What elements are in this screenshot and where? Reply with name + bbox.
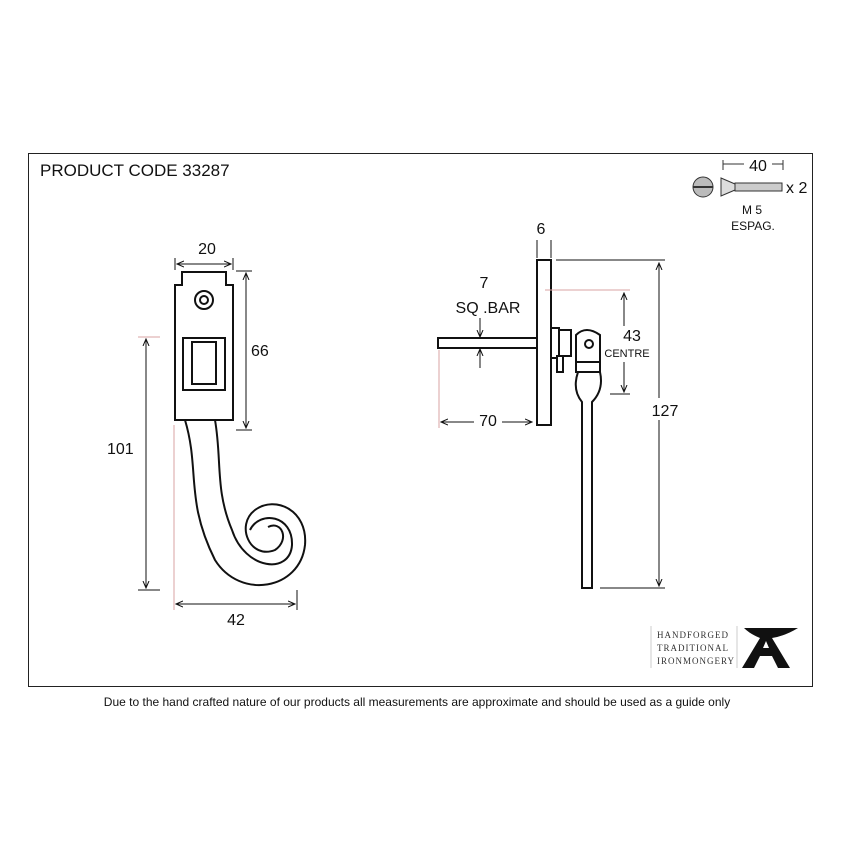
- dim-handle-height: 101: [107, 441, 134, 458]
- dim-bar-size: 7: [480, 275, 489, 292]
- screw-length: 40: [749, 158, 767, 175]
- side-view-handle: [437, 259, 602, 589]
- product-code-title: PRODUCT CODE 33287: [40, 161, 230, 180]
- dim-centre-label: CENTRE: [604, 348, 649, 360]
- screw-size: M 5: [742, 203, 762, 217]
- dim-bar-label: SQ .BAR: [456, 300, 521, 317]
- dim-plate-thickness: 6: [537, 221, 546, 238]
- screw-quantity: x 2: [786, 180, 807, 197]
- dim-width-top: 20: [198, 241, 216, 258]
- screw-type: ESPAG.: [731, 219, 775, 233]
- dim-bar-length: 70: [479, 413, 497, 430]
- front-view-handle: [174, 271, 307, 586]
- front-view-dimensions: [138, 258, 298, 610]
- dim-total-height: 127: [652, 403, 679, 420]
- logo-line-1: HANDFORGED: [657, 630, 729, 640]
- logo-line-3: IRONMONGERY: [657, 656, 735, 666]
- screw-illustration: 40 x 2 M 5 ESPAG.: [692, 155, 807, 233]
- anvil-icon: [742, 628, 798, 668]
- drawing-frame: [28, 153, 813, 687]
- brand-logo: HANDFORGED TRADITIONAL IRONMONGERY: [650, 626, 798, 668]
- disclaimer-footer: Due to the hand crafted nature of our pr…: [104, 695, 730, 709]
- dim-plate-height: 66: [251, 343, 269, 360]
- logo-line-2: TRADITIONAL: [657, 643, 729, 653]
- dim-centre-distance: 43: [623, 328, 641, 345]
- dim-handle-width: 42: [227, 612, 245, 629]
